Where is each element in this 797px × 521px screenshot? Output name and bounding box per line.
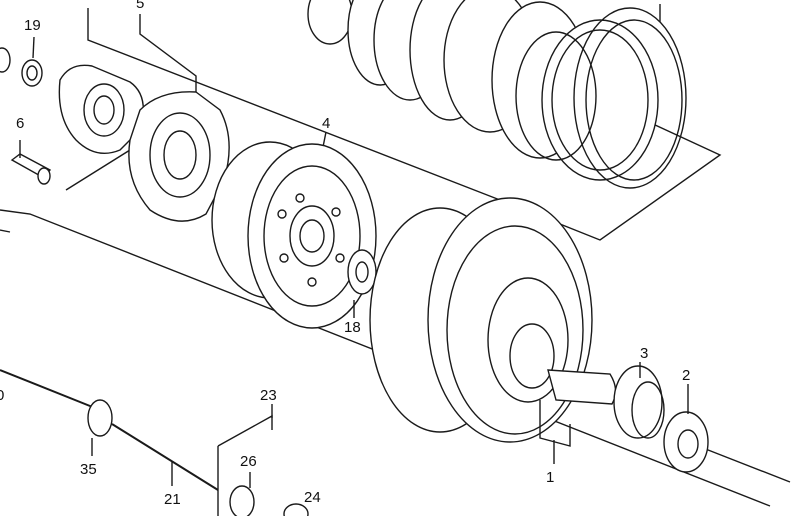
clutch-plates	[307, 0, 659, 181]
washer-18	[347, 249, 377, 318]
callout-24: 24	[304, 489, 321, 506]
washer-2	[663, 384, 709, 473]
clutch-center-4	[211, 131, 377, 329]
bracket-23	[217, 404, 273, 516]
clutch-outer-1	[369, 197, 593, 464]
callout-4: 4	[322, 115, 331, 132]
callout-26: 26	[240, 453, 257, 470]
callout-18: 18	[344, 319, 361, 336]
callout-5: 5	[136, 0, 145, 12]
callout-35: 35	[80, 461, 97, 478]
callout-1: 1	[546, 469, 555, 486]
parts-26-24	[229, 472, 309, 521]
callout-21: 21	[164, 491, 181, 508]
callout-3: 3	[640, 345, 649, 362]
callout-0: 0	[0, 387, 5, 404]
ring-left-edge	[0, 47, 11, 73]
callout-6: 6	[16, 115, 25, 132]
hub-5	[58, 14, 230, 222]
bolt-6	[10, 140, 52, 185]
rod-21	[0, 369, 219, 491]
washer-19	[21, 36, 43, 87]
callout-2: 2	[682, 367, 691, 384]
callout-19: 19	[24, 17, 41, 34]
snap-ring	[573, 4, 687, 189]
bearing-3	[547, 362, 665, 439]
callout-23: 23	[260, 387, 277, 404]
